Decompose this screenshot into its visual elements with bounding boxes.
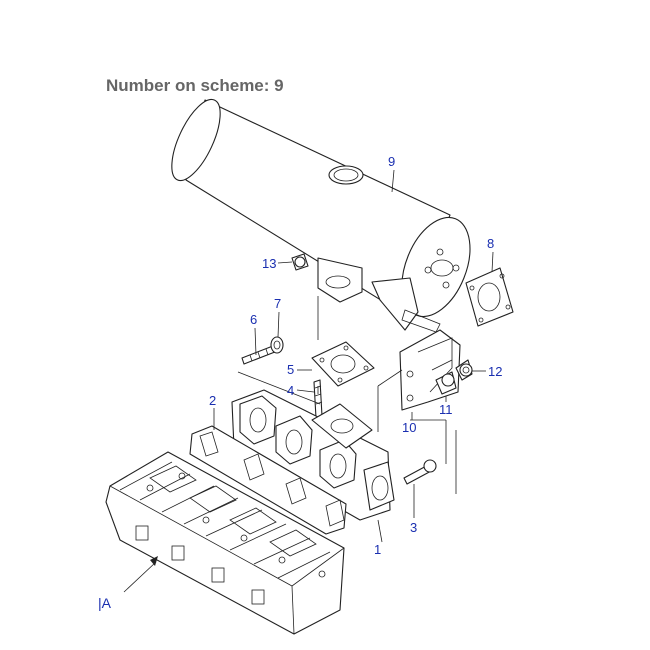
callout-12: 12 xyxy=(488,364,502,379)
view-a-label: |A xyxy=(98,595,112,611)
exhaust-manifold-part-1 xyxy=(231,389,395,521)
callout-4: 4 xyxy=(287,383,294,398)
muffler-part-9 xyxy=(171,98,471,333)
callout-labels: 9 8 13 6 7 5 4 2 1 3 11 12 10 |A xyxy=(98,154,502,611)
stud-part-6 xyxy=(241,343,281,365)
callout-10: 10 xyxy=(402,420,416,435)
washer-part-7 xyxy=(270,336,284,354)
callout-9: 9 xyxy=(388,154,395,169)
callout-3: 3 xyxy=(410,520,417,535)
cylinder-head-view-a xyxy=(105,451,345,635)
callout-13: 13 xyxy=(262,256,276,271)
scheme-number-heading: Number on scheme: 9 xyxy=(106,76,284,95)
stud-part-4 xyxy=(313,379,323,419)
callout-1: 1 xyxy=(374,542,381,557)
bolt-part-11 xyxy=(435,371,457,395)
bolt-part-12 xyxy=(455,359,473,381)
nut-part-13 xyxy=(291,253,309,271)
callout-2: 2 xyxy=(209,393,216,408)
callout-5: 5 xyxy=(287,362,294,377)
bracket-part-10 xyxy=(399,329,461,411)
callout-11: 11 xyxy=(439,402,453,417)
gasket-part-5 xyxy=(311,341,375,387)
callout-6: 6 xyxy=(250,312,257,327)
gasket-part-8 xyxy=(465,267,514,327)
callout-8: 8 xyxy=(487,236,494,251)
bolt-part-3 xyxy=(403,459,437,485)
leader-lines xyxy=(123,169,494,593)
callout-7: 7 xyxy=(274,296,281,311)
gasket-part-2 xyxy=(189,425,347,535)
